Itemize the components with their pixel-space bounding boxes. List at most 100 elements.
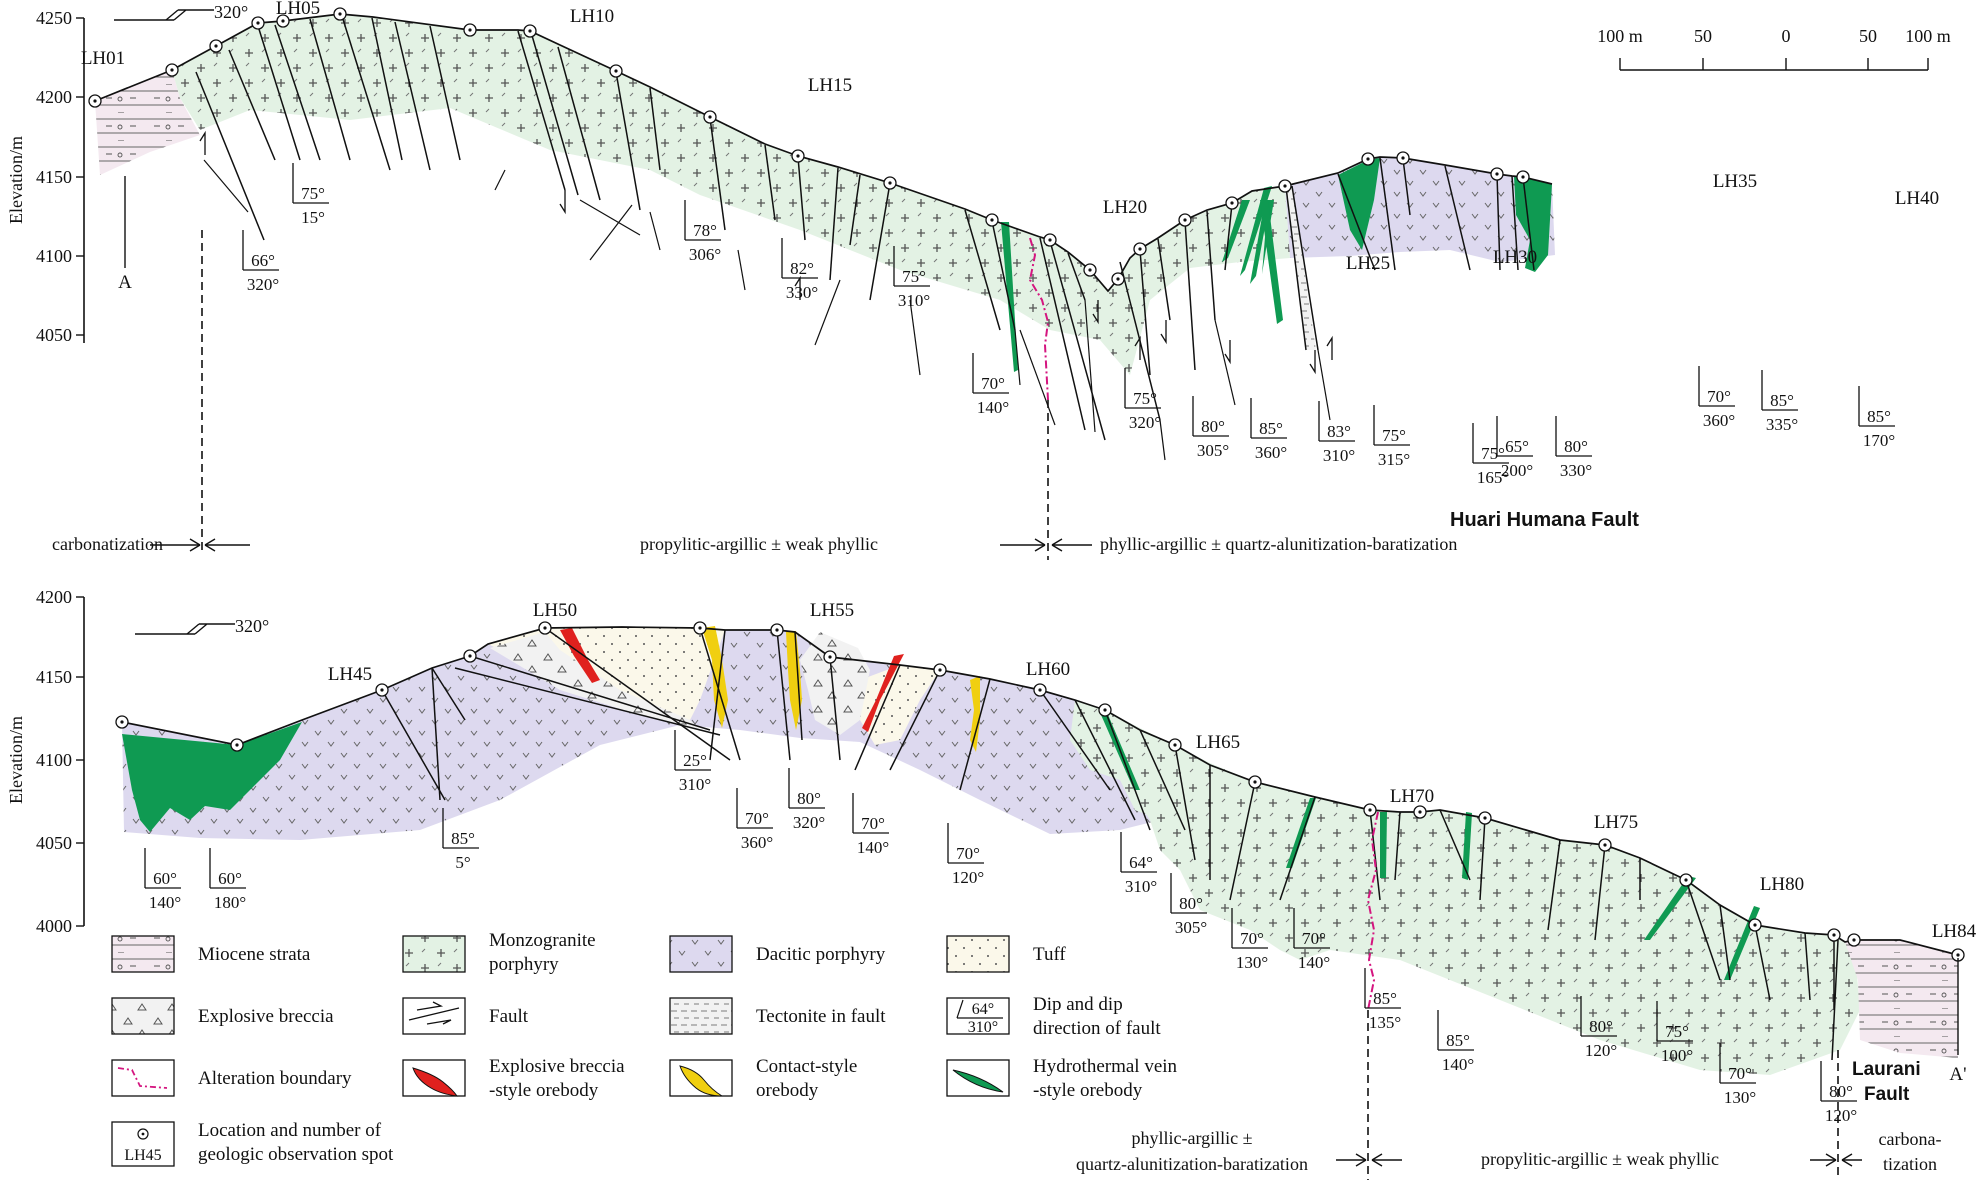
- observation-spot-dot: [1495, 172, 1499, 176]
- observation-spot-dot: [888, 181, 892, 185]
- observation-spot: [115, 715, 129, 729]
- observation-spot: [1490, 167, 1504, 181]
- fault-motion-arrow: [1160, 320, 1167, 345]
- observation-spot-dot: [1603, 843, 1607, 847]
- observation-spot-dot: [1832, 933, 1836, 937]
- observation-spot: [1083, 263, 1097, 277]
- fault-dip-value: 75°: [1382, 426, 1406, 445]
- zone-label: carbonatization: [52, 534, 163, 554]
- fault-line: [1229, 781, 1256, 901]
- fault-dip-direction: 140°: [1442, 1055, 1474, 1074]
- y-axis-title: Elevation/m: [6, 136, 26, 224]
- fault-dip-direction: 5°: [455, 853, 470, 872]
- fault-line: [1174, 744, 1196, 861]
- fault-line: [195, 71, 265, 241]
- fault-trace: [814, 279, 841, 346]
- legend-explosive-ore-shape: [412, 1067, 459, 1097]
- station-label: LH10: [570, 6, 614, 27]
- legend-label: geologic observation spot: [198, 1144, 394, 1165]
- observation-spot-dot: [614, 69, 618, 73]
- fault-dip-value: 70°: [1707, 387, 1731, 406]
- fault-dip-direction: 305°: [1175, 918, 1207, 937]
- station-label: LH65: [1196, 732, 1240, 753]
- fault-line: [849, 174, 861, 246]
- legend-location-dot: [141, 1132, 145, 1136]
- explosive-breccia-unit: [800, 632, 870, 735]
- fault-motion-arrow: [1224, 340, 1231, 365]
- fault-dip-direction: 360°: [741, 833, 773, 852]
- y-tick-label: 4250: [36, 8, 72, 28]
- fault-trace: [1014, 329, 1021, 386]
- zone-arrow-head: [1051, 538, 1063, 552]
- fault-line: [431, 667, 441, 801]
- fault-line: [1337, 173, 1376, 271]
- fault-motion-arrow: [1326, 335, 1333, 360]
- azimuth-mark: [186, 623, 235, 635]
- observation-spot-dot: [1088, 268, 1092, 272]
- observation-spot-dot: [338, 12, 342, 16]
- fault-trace: [1159, 419, 1166, 461]
- observation-spot-dot: [1138, 247, 1142, 251]
- legend-label: orebody: [756, 1080, 819, 1101]
- zone-arrow-head: [1355, 1153, 1367, 1167]
- fault-line: [776, 629, 791, 761]
- observation-spot-dot: [1483, 816, 1487, 820]
- observation-spot-dot: [938, 668, 942, 672]
- fault-line: [454, 667, 721, 736]
- observation-spot-dot: [1684, 878, 1688, 882]
- fault-dip-value: 70°: [981, 374, 1005, 393]
- observation-spot-dot: [1048, 238, 1052, 242]
- hydrothermal-vein: [1380, 812, 1387, 878]
- observation-spot-dot: [1521, 175, 1525, 179]
- fault-dip-value: 70°: [956, 844, 980, 863]
- fault-line: [699, 627, 741, 761]
- fault-line: [1594, 844, 1606, 941]
- observation-spot-dot: [120, 720, 124, 724]
- fault-dip-direction: 306°: [689, 245, 721, 264]
- fault-dip-direction: 135°: [1369, 1013, 1401, 1032]
- observation-spot: [1363, 803, 1377, 817]
- fault-line: [709, 117, 726, 231]
- observation-spot: [1133, 242, 1147, 256]
- monzogranite-porphyry-unit: [1100, 708, 1255, 870]
- contact-orebody: [786, 631, 802, 730]
- station-label: LH80: [1760, 874, 1804, 895]
- observation-spot: [276, 14, 290, 28]
- fault-line: [1394, 811, 1401, 881]
- legend-dip-sample: 310°: [968, 1019, 998, 1036]
- hydrothermal-vein: [1260, 200, 1283, 324]
- scale-label: 100 m: [1905, 26, 1951, 46]
- fault-line: [1285, 186, 1307, 351]
- observation-spot-dot: [1753, 923, 1757, 927]
- scale-label: 50: [1694, 26, 1712, 46]
- observation-spot: [791, 149, 805, 163]
- station-label: LH35: [1713, 171, 1757, 192]
- observation-spot: [1178, 213, 1192, 227]
- station-label: LH05: [276, 0, 320, 19]
- hydrothermal-orebody: [1338, 158, 1380, 250]
- fault-dip-direction: 200°: [1501, 461, 1533, 480]
- fault-dip-direction: 320°: [793, 813, 825, 832]
- observation-spot: [230, 738, 244, 752]
- observation-spot: [1748, 918, 1762, 932]
- y-tick-label: 4050: [36, 833, 72, 853]
- alteration-boundary: [1366, 811, 1379, 1011]
- fault-line: [1104, 709, 1151, 831]
- observation-spot-dot: [235, 743, 239, 747]
- fault-dip-value: 60°: [218, 869, 242, 888]
- fault-dip-direction: 330°: [1560, 461, 1592, 480]
- fault-dip-direction: 120°: [1825, 1106, 1857, 1125]
- fault-dip-value: 25°: [683, 751, 707, 770]
- fault-dip-value: 70°: [861, 814, 885, 833]
- miocene-strata-unit: [1845, 940, 1958, 1058]
- fault-dip-value: 80°: [1589, 1017, 1613, 1036]
- station-label: LH01: [81, 48, 125, 69]
- station-label: LH25: [1346, 253, 1390, 274]
- fault-trace: [1317, 349, 1331, 421]
- fault-line: [429, 25, 461, 161]
- observation-spot: [88, 94, 102, 108]
- fault-line: [854, 664, 901, 771]
- observation-spot: [1111, 272, 1125, 286]
- contact-orebody: [970, 676, 980, 752]
- fault-line: [1402, 158, 1411, 216]
